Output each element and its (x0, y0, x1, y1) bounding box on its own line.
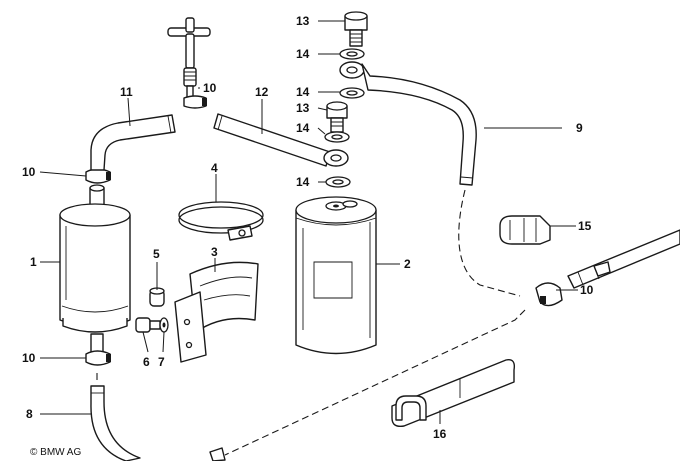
callout-14-b: 14 (296, 85, 310, 99)
hose-part-12[interactable] (213, 113, 331, 167)
banjo-bolt-upper-part-13[interactable] (344, 11, 368, 47)
washer-part-14-c[interactable] (324, 131, 350, 143)
callout-10-filter-top: 10 (22, 165, 36, 179)
callout-9: 9 (576, 121, 583, 135)
callout-14-d: 14 (296, 175, 310, 189)
hose-part-9[interactable] (361, 63, 477, 186)
protective-sleeve-part-16[interactable] (391, 359, 516, 428)
callout-6: 6 (143, 355, 150, 369)
hose-clamp-lower-part-10[interactable] (85, 350, 111, 366)
callout-3: 3 (211, 245, 218, 259)
leader-lines (39, 20, 578, 424)
rubber-mount-part-5[interactable] (149, 287, 165, 307)
callout-14-a: 14 (296, 47, 310, 61)
callout-10-filter-bottom: 10 (22, 351, 36, 365)
callout-8: 8 (26, 407, 33, 421)
fuel-line-right[interactable] (567, 229, 680, 289)
callout-12: 12 (255, 85, 269, 99)
washer-part-7[interactable] (159, 317, 169, 333)
callout-16: 16 (433, 427, 447, 441)
callout-1: 1 (30, 255, 37, 269)
hose-clamp-tee-part-10[interactable] (183, 95, 207, 109)
callout-13-lower: 13 (296, 101, 310, 115)
retaining-clip-part-15[interactable] (499, 215, 551, 245)
mounting-bracket-part-3[interactable] (174, 261, 259, 363)
callout-10-tee: 10 (203, 81, 217, 95)
copyright-notice: © BMW AG (30, 447, 81, 458)
hose-clamp-right-part-10[interactable] (535, 282, 563, 307)
callout-2: 2 (404, 257, 411, 271)
pressure-accumulator-part-2[interactable] (295, 196, 377, 355)
callout-11: 11 (120, 85, 133, 99)
washer-part-14-b[interactable] (339, 87, 365, 99)
washer-part-14-a[interactable] (339, 48, 365, 60)
banjo-fitting-upper[interactable] (339, 61, 365, 79)
callout-14-c: 14 (296, 121, 310, 135)
banjo-bolt-lower-part-13[interactable] (326, 101, 348, 133)
callout-4: 4 (211, 161, 218, 175)
callout-labels: 1 2 3 4 5 6 7 8 9 10 10 10 10 11 12 13 1… (22, 14, 594, 441)
routing-dashed-lines (96, 189, 526, 456)
hose-part-8[interactable] (90, 385, 226, 461)
mounting-strap-part-4[interactable] (178, 201, 264, 241)
fuel-filter-part-1[interactable] (59, 184, 131, 353)
callout-15: 15 (578, 219, 592, 233)
callout-13-upper: 13 (296, 14, 310, 28)
washer-part-14-d[interactable] (325, 176, 351, 188)
callout-10-right: 10 (580, 283, 594, 297)
callout-5: 5 (153, 247, 160, 261)
tee-connector[interactable] (167, 17, 211, 99)
hose-clamp-upper-part-10[interactable] (85, 168, 111, 184)
callout-7: 7 (158, 355, 165, 369)
bolt-part-6[interactable] (135, 317, 161, 333)
banjo-fitting-lower[interactable] (323, 149, 349, 167)
hose-part-11[interactable] (90, 114, 176, 171)
